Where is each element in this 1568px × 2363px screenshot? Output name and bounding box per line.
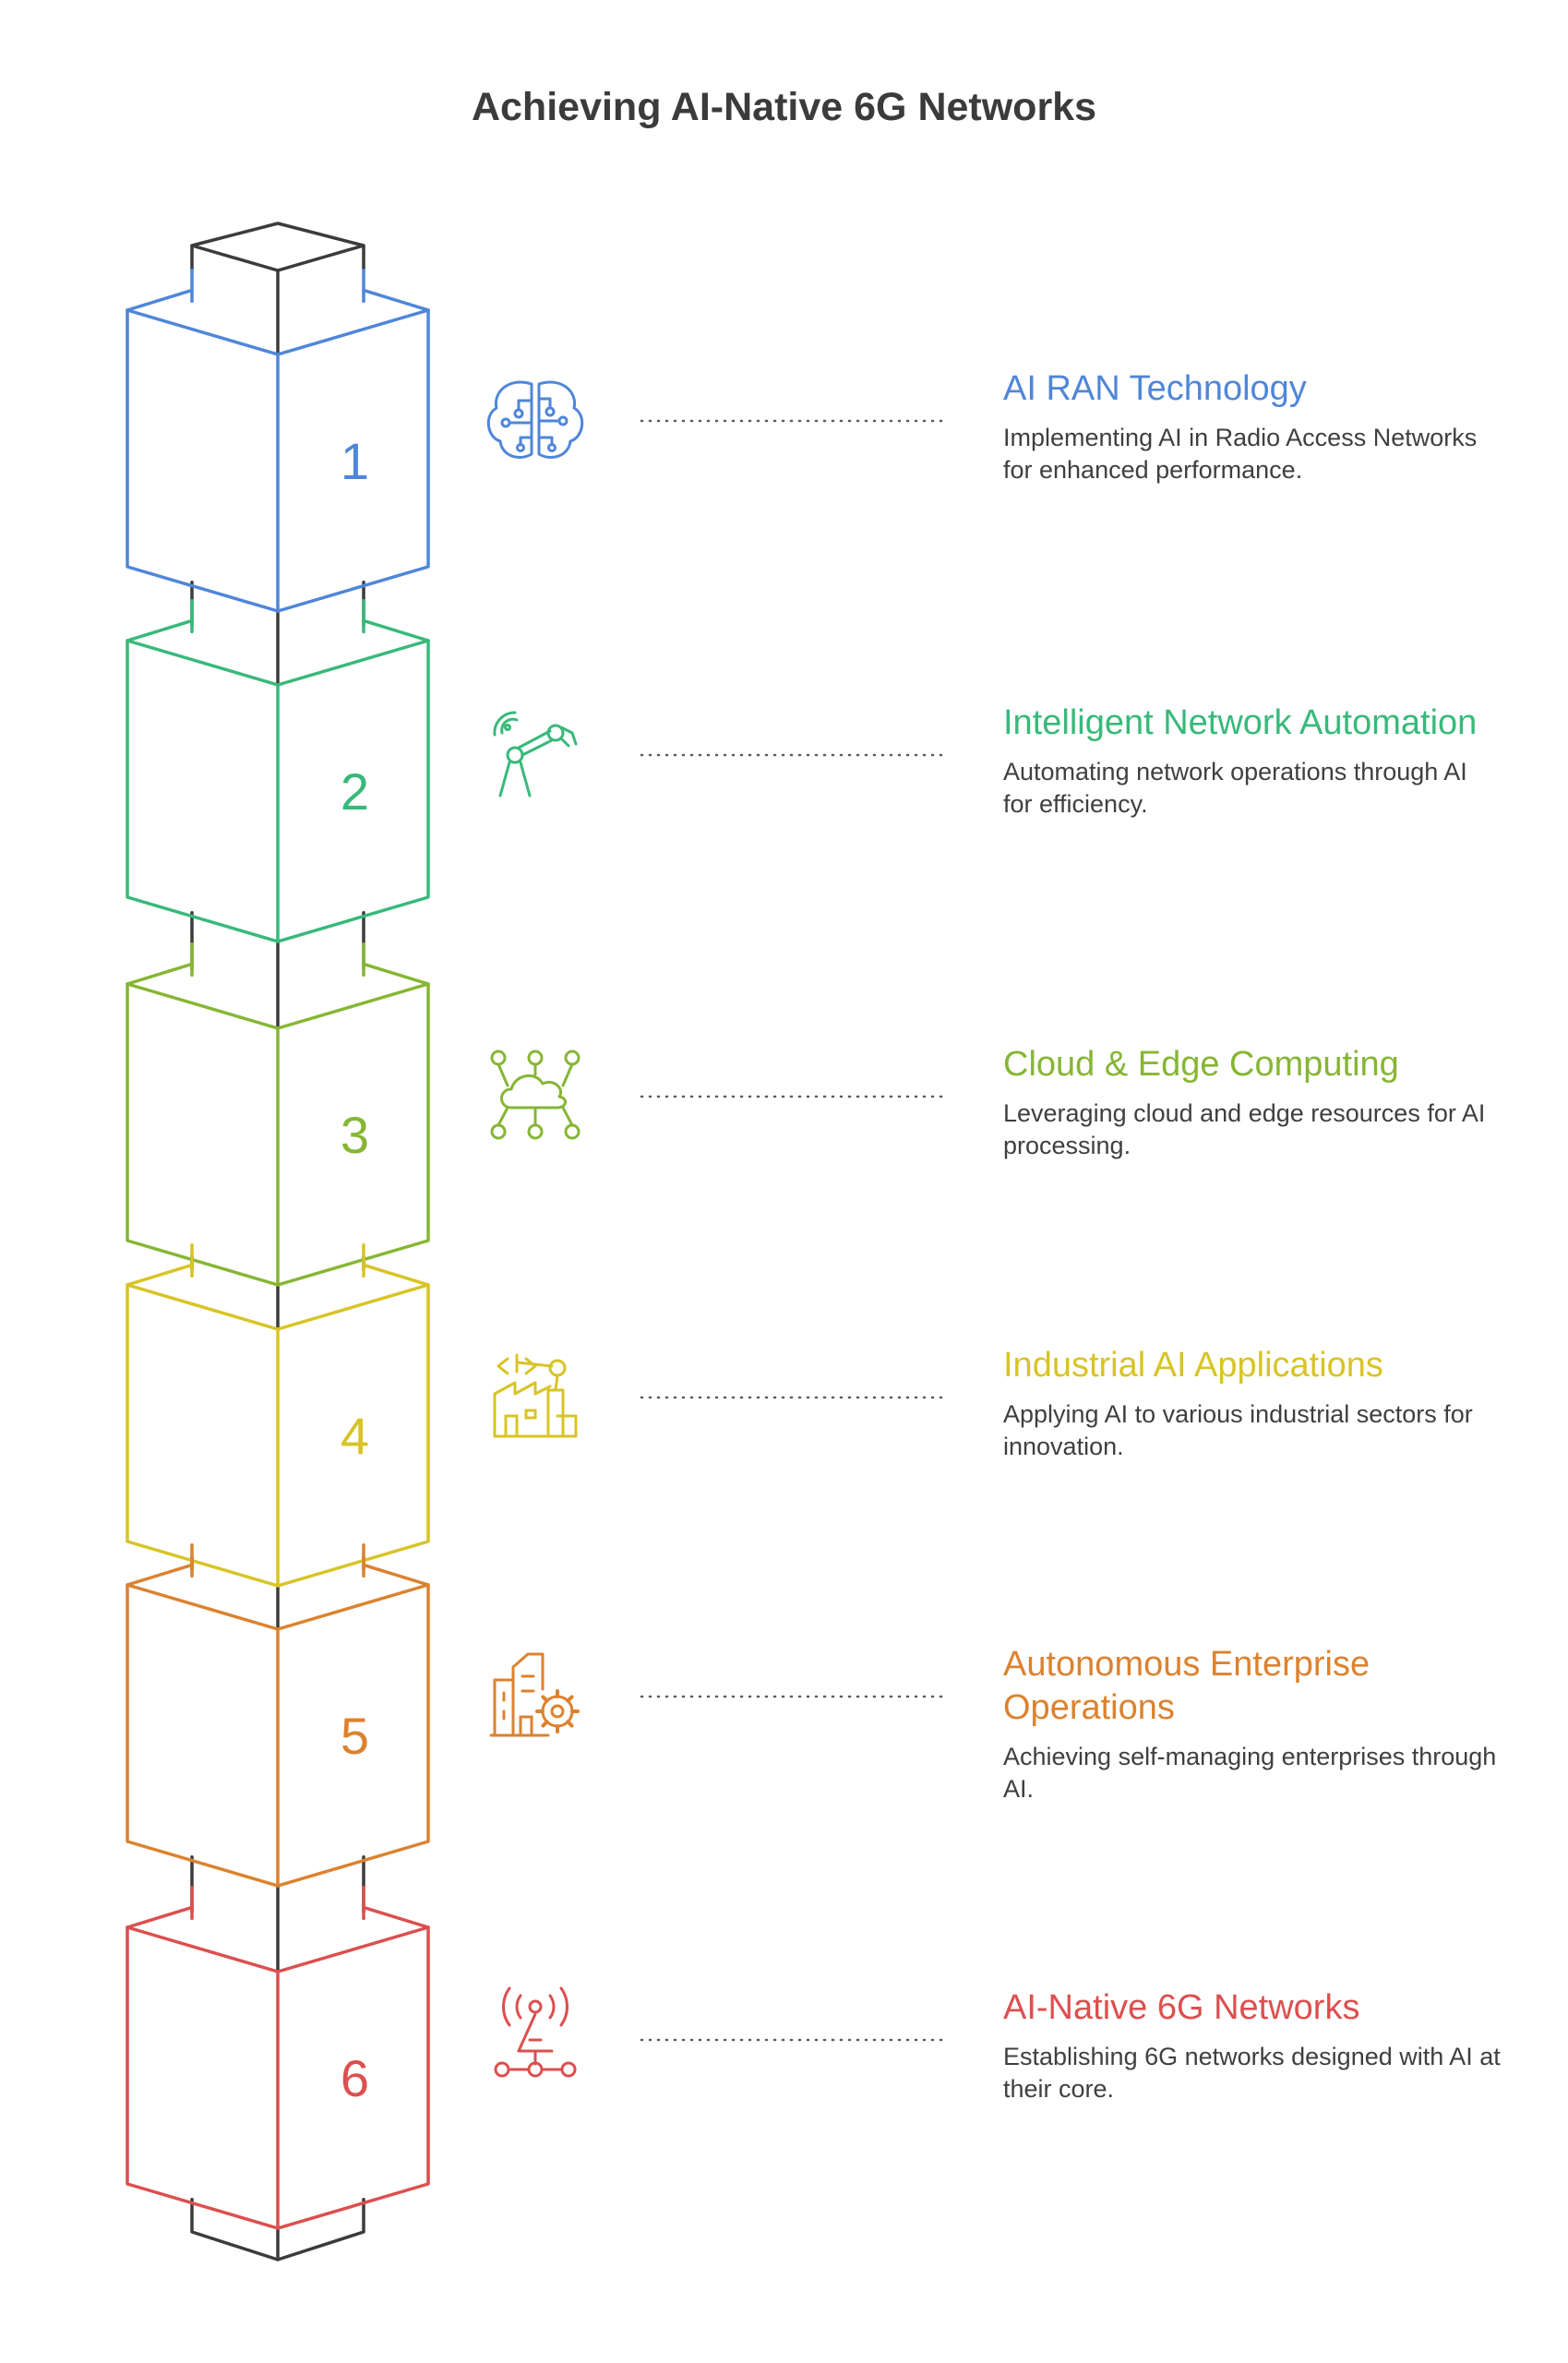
antenna-tower-icon xyxy=(494,1986,577,2078)
stage-title: Intelligent Network Automation xyxy=(1003,703,1478,742)
stage-number: 6 xyxy=(341,2049,369,2107)
column-bottom xyxy=(190,2198,365,2261)
brain-circuit-icon xyxy=(486,380,584,459)
stage-title: AI-Native 6G Networks xyxy=(1003,1988,1360,2027)
stage-description: Establishing 6G networks designed with A… xyxy=(1003,2043,1501,2103)
stage-block: 1 xyxy=(126,269,430,613)
stage-description: Applying AI to various industrial sector… xyxy=(1003,1400,1473,1460)
stage-number: 2 xyxy=(341,762,369,821)
stage-number: 5 xyxy=(341,1707,369,1765)
stage-block: 4 xyxy=(126,1243,430,1588)
stage-block: 5 xyxy=(126,1543,430,1888)
stage-description: Achieving self-managing enterprises thro… xyxy=(1003,1743,1497,1803)
stage-title: Industrial AI Applications xyxy=(1003,1346,1383,1385)
stage-block: 3 xyxy=(126,942,430,1287)
stage-block: 6 xyxy=(126,1886,430,2230)
stage-number: 4 xyxy=(341,1407,369,1465)
robotic-arm-wireless-icon xyxy=(493,711,578,798)
stage-number: 3 xyxy=(341,1106,369,1164)
stage-description: Leveraging cloud and edge resources for … xyxy=(1003,1099,1486,1159)
stage-number: 1 xyxy=(341,432,369,490)
stage-title: Autonomous Enterprise Operations xyxy=(1003,1645,1371,1727)
cloud-network-icon xyxy=(490,1050,581,1140)
factory-robot-icon xyxy=(493,1353,578,1438)
diagram-title: Achieving AI-Native 6G Networks xyxy=(471,85,1097,129)
stage-title: Cloud & Edge Computing xyxy=(1003,1045,1399,1084)
stage-description: Automating network operations through AI… xyxy=(1003,758,1467,818)
stage-title: AI RAN Technology xyxy=(1003,369,1307,408)
column-top-cap xyxy=(190,222,365,356)
building-gear-icon xyxy=(489,1652,580,1737)
stage-block: 2 xyxy=(126,599,430,943)
stage-description: Implementing AI in Radio Access Networks… xyxy=(1003,424,1478,484)
